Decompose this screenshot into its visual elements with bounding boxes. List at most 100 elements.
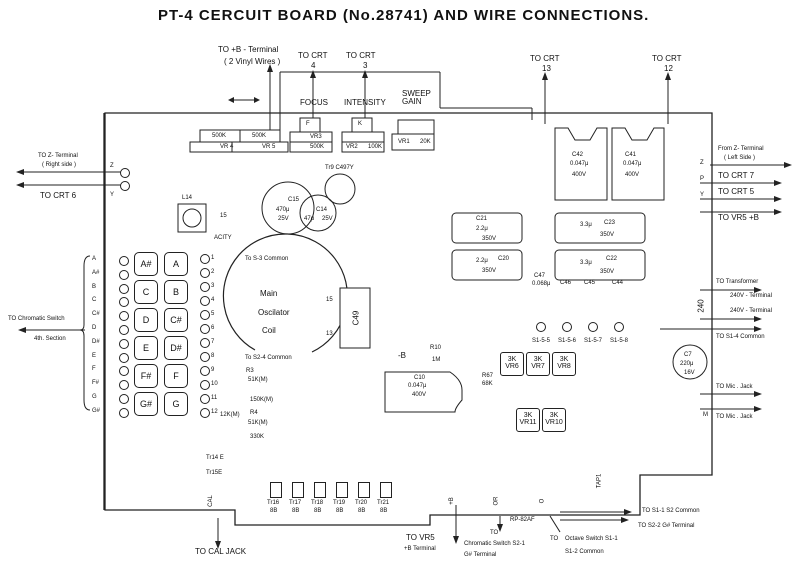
switch-point-pad[interactable]	[536, 322, 546, 332]
numbered-pad[interactable]	[200, 310, 210, 320]
c10-value: 0.047μ	[408, 383, 427, 389]
note-label: E	[92, 352, 97, 359]
numbered-pad[interactable]	[200, 282, 210, 292]
main-coil-line2: Oscilator	[258, 308, 290, 317]
y-pad[interactable]	[120, 181, 130, 191]
numbered-pad-label: 6	[211, 325, 215, 331]
note-coil: D#	[164, 336, 188, 360]
note-pad[interactable]	[119, 297, 129, 308]
note-pad[interactable]	[119, 256, 129, 266]
numbered-pad[interactable]	[200, 394, 210, 404]
to-crt3-label: TO CRT	[346, 51, 376, 60]
numbered-pad[interactable]	[200, 324, 210, 334]
pin15-label: 15	[326, 297, 333, 303]
numbered-pad-label: 11	[211, 395, 218, 401]
note-coil: G#	[134, 392, 158, 416]
numbered-pad[interactable]	[200, 296, 210, 306]
c20-volt: 350V	[482, 268, 497, 274]
note-pad[interactable]	[119, 394, 129, 404]
transformer-label: TO Transformer	[716, 279, 759, 285]
plus-b-terminal-note: ( 2 Vinyl Wires )	[224, 57, 281, 66]
chromatic-switch-s21-label: Chromatic Switch S2-1	[464, 541, 526, 547]
c20-name: C20	[498, 256, 510, 262]
note-pad[interactable]	[119, 407, 129, 418]
switch-point-label: S1-5-5	[532, 338, 551, 344]
c7-volt: 16V	[684, 370, 695, 376]
s14-common-label: TO S1-4 Common	[716, 334, 765, 340]
transistor-name: Tr16	[267, 500, 280, 506]
vr2-value: 100K	[368, 144, 383, 150]
c23-volt: 350V	[600, 232, 615, 238]
z-pin-label: Z	[110, 163, 114, 169]
trim-pot-label: VR6	[505, 363, 519, 370]
c41-value: 0.047μ	[623, 161, 642, 167]
or-pin: OR	[493, 496, 500, 506]
note-label: G#	[92, 407, 101, 414]
trim-pot-label: VR11	[519, 419, 537, 426]
vr1-label[interactable]: VR1	[398, 139, 410, 145]
note-pad[interactable]	[119, 352, 129, 363]
transistor-name: Tr18	[311, 500, 324, 506]
c49-label: C49	[351, 310, 361, 326]
z-from-label: From Z- Terminal	[718, 146, 764, 152]
c14-volt: 25V	[322, 216, 333, 222]
transistor-code: 8B	[292, 508, 300, 514]
c23-value: 3.3μ	[580, 222, 592, 228]
c15-value: 470μ	[276, 207, 290, 213]
numbered-pad-label: 8	[211, 353, 215, 359]
vr4-label[interactable]: VR 4	[220, 144, 234, 150]
c42-volt: 400V	[572, 172, 587, 178]
transistor-name: Tr17	[289, 500, 302, 506]
note-pad[interactable]	[119, 325, 129, 335]
transistor-body	[270, 482, 282, 498]
s24-common-label: To S2-4 Common	[245, 355, 292, 361]
numbered-pad[interactable]	[200, 338, 210, 348]
vr3-label[interactable]: VR3	[310, 134, 322, 140]
numbered-pad[interactable]	[200, 254, 210, 264]
switch-point-pad[interactable]	[614, 322, 624, 332]
note-pad[interactable]	[119, 366, 129, 377]
switch-point-pad[interactable]	[588, 322, 598, 332]
transformer-terminal-2: 240V - Terminal	[730, 308, 772, 314]
note-pad[interactable]	[119, 283, 129, 294]
z-pad[interactable]	[120, 168, 130, 178]
transformer-terminal-1: 240V - Terminal	[730, 293, 772, 299]
vr2-label[interactable]: VR2	[346, 144, 358, 150]
numbered-pad[interactable]	[200, 408, 210, 418]
transistor-body	[358, 482, 370, 498]
note-coil-label: G	[172, 399, 180, 409]
note-pad[interactable]	[119, 338, 129, 349]
transistor-code: 8B	[314, 508, 322, 514]
numbered-pad[interactable]	[200, 352, 210, 362]
vr5-label[interactable]: VR 5	[262, 144, 276, 150]
note-pad[interactable]	[119, 380, 129, 391]
note-coil-label: E	[142, 343, 149, 353]
numbered-pad[interactable]	[200, 380, 210, 390]
note-coil: B	[164, 280, 188, 304]
r3-value: 51K(M)	[248, 377, 268, 383]
switch-point-label: S1-5-6	[558, 338, 577, 344]
note-pad[interactable]	[119, 311, 129, 322]
c41-name: C41	[625, 152, 637, 158]
c47-value: 0.068μ	[532, 281, 551, 287]
r4-label: R4	[250, 410, 258, 416]
pad15-label: 15	[220, 213, 227, 219]
c7-value: 220μ	[680, 361, 694, 367]
numbered-pad[interactable]	[200, 268, 210, 278]
note-coil-label: C#	[170, 315, 182, 325]
numbered-pad[interactable]	[200, 366, 210, 376]
trim-pot-value: 3K	[507, 356, 517, 363]
note-label: A	[92, 256, 97, 262]
note-pad[interactable]	[119, 269, 129, 280]
switch-point-pad[interactable]	[562, 322, 572, 332]
c14-name: C14	[316, 207, 328, 213]
c46-name: C46	[560, 280, 572, 286]
to-s11-label: TO S1-1 S2 Common	[642, 508, 700, 514]
note-coil: A#	[134, 252, 158, 276]
